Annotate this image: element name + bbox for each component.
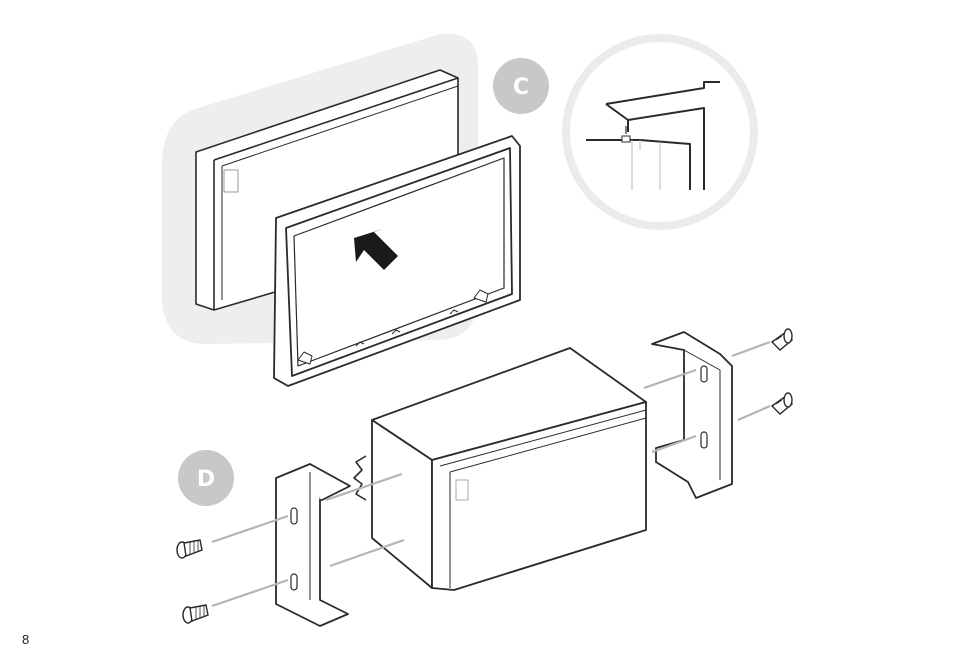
step-c-badge: C [493,58,549,114]
screw-icon [183,605,208,623]
head-unit-chassis [354,348,646,590]
screw-icon [772,393,792,414]
screw-icon [772,329,792,350]
clip-detail-callout [566,38,754,226]
right-mounting-bracket [652,332,732,498]
page-number: 8 [22,632,29,647]
screw-icon [177,540,202,558]
step-c-illustration: C [162,34,754,386]
step-d-label: D [197,467,215,492]
step-c-label: C [513,75,529,100]
step-d-badge: D [178,450,234,506]
left-mounting-bracket [276,464,350,626]
step-d-illustration: D [177,329,792,626]
